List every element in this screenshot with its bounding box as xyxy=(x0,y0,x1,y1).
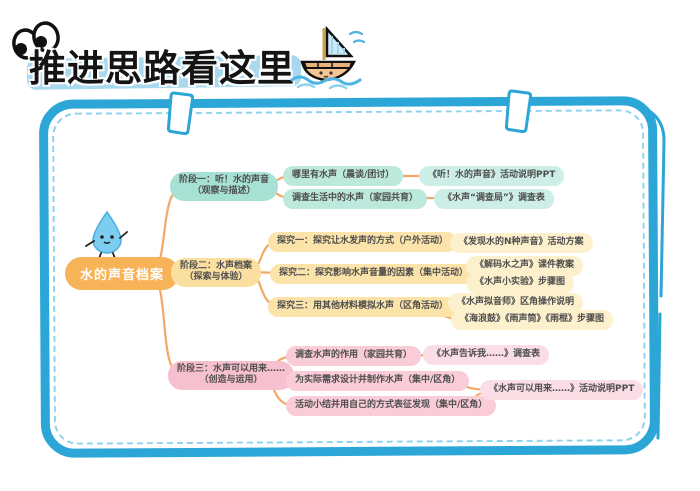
stage-1-label: 阶段一：听！水的声音 xyxy=(179,175,270,185)
stage3-activity-node: 为实际需求设计并制作水声（集中/区角） xyxy=(286,371,470,391)
stage3-shared-resource-node: 《水声可以用来……》活动说明PPT xyxy=(480,380,644,400)
stage-3-label: 阶段三：水声可以用来…… xyxy=(177,364,286,374)
stage2-resource-node: 《海浪鼓》《雨声筒》《雨棍》步骤图 xyxy=(451,310,614,330)
stage-2-label: 阶段二：水声档案 xyxy=(180,261,253,271)
page-title: 推进思路看这里 xyxy=(29,47,295,90)
stage1-resource-node: 《水声“调查局”》调查表 xyxy=(434,189,554,209)
paper-clip-right xyxy=(504,89,533,134)
stage-2-sublabel: （探索与体验） xyxy=(184,272,248,283)
looking-eyes-icon xyxy=(12,21,60,60)
stage2-activity-node: 探究二：探究影响水声音量的因素（集中活动） xyxy=(270,264,478,284)
stage1-activity-node: 哪里有水声（晨谈/团讨） xyxy=(283,166,404,186)
stage2-resource-node: 《水声小实验》步骤图 xyxy=(466,273,575,293)
stage2-resource-node: 《解码水之声》课件教案 xyxy=(466,256,584,276)
stage3-activity-node: 活动小结并用自己的方式表征发现（集中/区角） xyxy=(286,396,497,416)
stage-1-node: 阶段一：听！水的声音 （观察与描述） xyxy=(170,172,279,201)
stage3-resource-node: 《水声告诉我……》调查表 xyxy=(423,345,550,365)
stage2-activity-node: 探究一：探究让水发声的方式（户外活动） xyxy=(268,232,458,252)
stage2-activity-node: 探究三：用其他材料模拟水声（区角活动） xyxy=(268,297,458,317)
water-drop-character xyxy=(85,210,128,260)
stage2-resource-node: 《水声拟音师》区角操作说明 xyxy=(448,293,584,313)
stage3-activity-node: 调查水声的作用（家园共育） xyxy=(286,346,422,366)
mindmap-root-node: 水的声音档案 xyxy=(65,257,180,290)
stage1-activity-node: 调查生活中的水声（家园共育） xyxy=(283,189,428,209)
paper-clip-left xyxy=(166,91,195,136)
stage-2-node: 阶段二：水声档案 （探索与体验） xyxy=(171,258,262,287)
stage1-resource-node: 《听！水的声音》活动说明PPT xyxy=(419,166,565,186)
sailboat-icon xyxy=(290,25,366,90)
stage-1-sublabel: （观察与描述） xyxy=(192,186,256,197)
stage-3-node: 阶段三：水声可以用来…… （创造与运用） xyxy=(168,361,295,390)
stage-3-sublabel: （创造与运用） xyxy=(199,375,263,386)
stage2-resource-node: 《发现水的N种声音》活动方案 xyxy=(450,233,593,253)
